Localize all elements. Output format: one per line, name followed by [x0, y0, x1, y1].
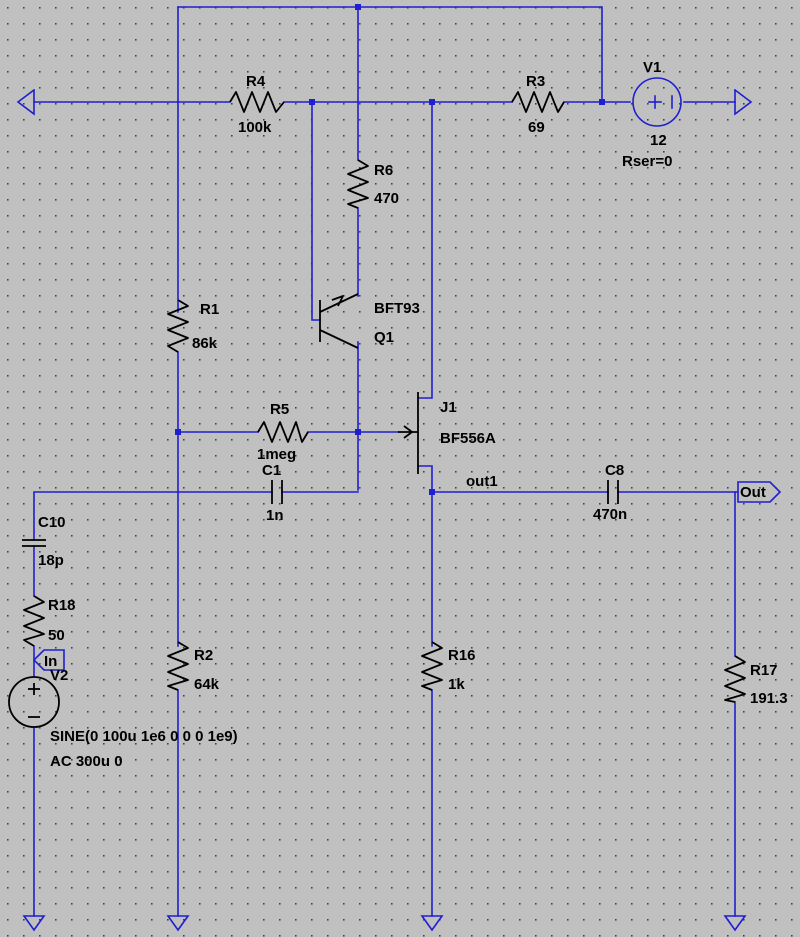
q1-transistor[interactable] — [319, 293, 359, 349]
r3-value: 69 — [528, 119, 545, 136]
ground-symbol — [166, 915, 190, 932]
terminal-arrow-right — [733, 88, 753, 116]
junction-dot — [355, 4, 361, 10]
r17-label: R17 — [750, 662, 778, 679]
r5-value: 1meg — [257, 446, 296, 463]
in-port-label: In — [44, 653, 57, 670]
out-port[interactable] — [737, 481, 782, 503]
in-port[interactable] — [32, 649, 65, 671]
r17-resistor[interactable] — [724, 655, 746, 703]
r6-value: 470 — [374, 190, 399, 207]
r2-value: 64k — [194, 676, 220, 693]
r1-value: 86k — [192, 335, 218, 352]
j1-jfet[interactable] — [398, 392, 419, 474]
v1-value: 12 — [650, 132, 667, 149]
wires — [33, 6, 739, 917]
v1-rser: Rser=0 — [622, 153, 672, 170]
v1-source[interactable] — [632, 77, 682, 127]
j1-label: J1 — [440, 399, 457, 416]
r6-resistor[interactable] — [347, 159, 369, 209]
r3-resistor[interactable] — [511, 91, 565, 113]
r1-label: R1 — [200, 301, 219, 318]
r2-resistor[interactable] — [167, 641, 189, 691]
junction-dot — [429, 99, 435, 105]
r16-resistor[interactable] — [421, 641, 443, 691]
r16-label: R16 — [448, 647, 476, 664]
c10-label: C10 — [38, 514, 66, 531]
c1-capacitor[interactable] — [271, 480, 283, 504]
junctions — [175, 4, 605, 495]
r18-label: R18 — [48, 597, 76, 614]
r18-resistor[interactable] — [23, 595, 45, 647]
ground-symbol — [22, 915, 46, 932]
v2-sine: SINE(0 100u 1e6 0 0 0 1e9) — [50, 728, 238, 745]
q1-model: BFT93 — [374, 300, 420, 317]
ground-symbol — [420, 915, 444, 932]
junction-dot — [309, 99, 315, 105]
junction-dot — [355, 429, 361, 435]
net-label-out1: out1 — [466, 473, 498, 490]
c1-value: 1n — [266, 507, 284, 524]
v2-source[interactable] — [8, 676, 60, 728]
c1-label: C1 — [262, 462, 281, 479]
junction-dot — [175, 429, 181, 435]
c10-capacitor[interactable] — [22, 539, 46, 547]
r5-label: R5 — [270, 401, 289, 418]
c8-capacitor[interactable] — [607, 480, 619, 504]
r5-resistor[interactable] — [257, 421, 309, 443]
ground-symbol — [723, 915, 747, 932]
r6-label: R6 — [374, 162, 393, 179]
r1-resistor[interactable] — [167, 299, 189, 353]
q1-label: Q1 — [374, 329, 394, 346]
r4-resistor[interactable] — [229, 91, 285, 113]
j1-model: BF556A — [440, 430, 496, 447]
c8-value: 470n — [593, 506, 627, 523]
r3-label: R3 — [526, 73, 545, 90]
v2-ac: AC 300u 0 — [50, 753, 123, 770]
r18-value: 50 — [48, 627, 65, 644]
r17-value: 191.3 — [750, 690, 788, 707]
r4-value: 100k — [238, 119, 272, 136]
c10-value: 18p — [38, 552, 64, 569]
r4-label: R4 — [246, 73, 266, 90]
junction-dot — [599, 99, 605, 105]
r16-value: 1k — [448, 676, 465, 693]
r2-label: R2 — [194, 647, 213, 664]
terminal-arrow-left — [16, 88, 36, 116]
v2-label: V2 — [50, 667, 68, 684]
out-port-label: Out — [740, 484, 766, 501]
v1-label: V1 — [643, 59, 661, 76]
c8-label: C8 — [605, 462, 624, 479]
junction-dot — [429, 489, 435, 495]
